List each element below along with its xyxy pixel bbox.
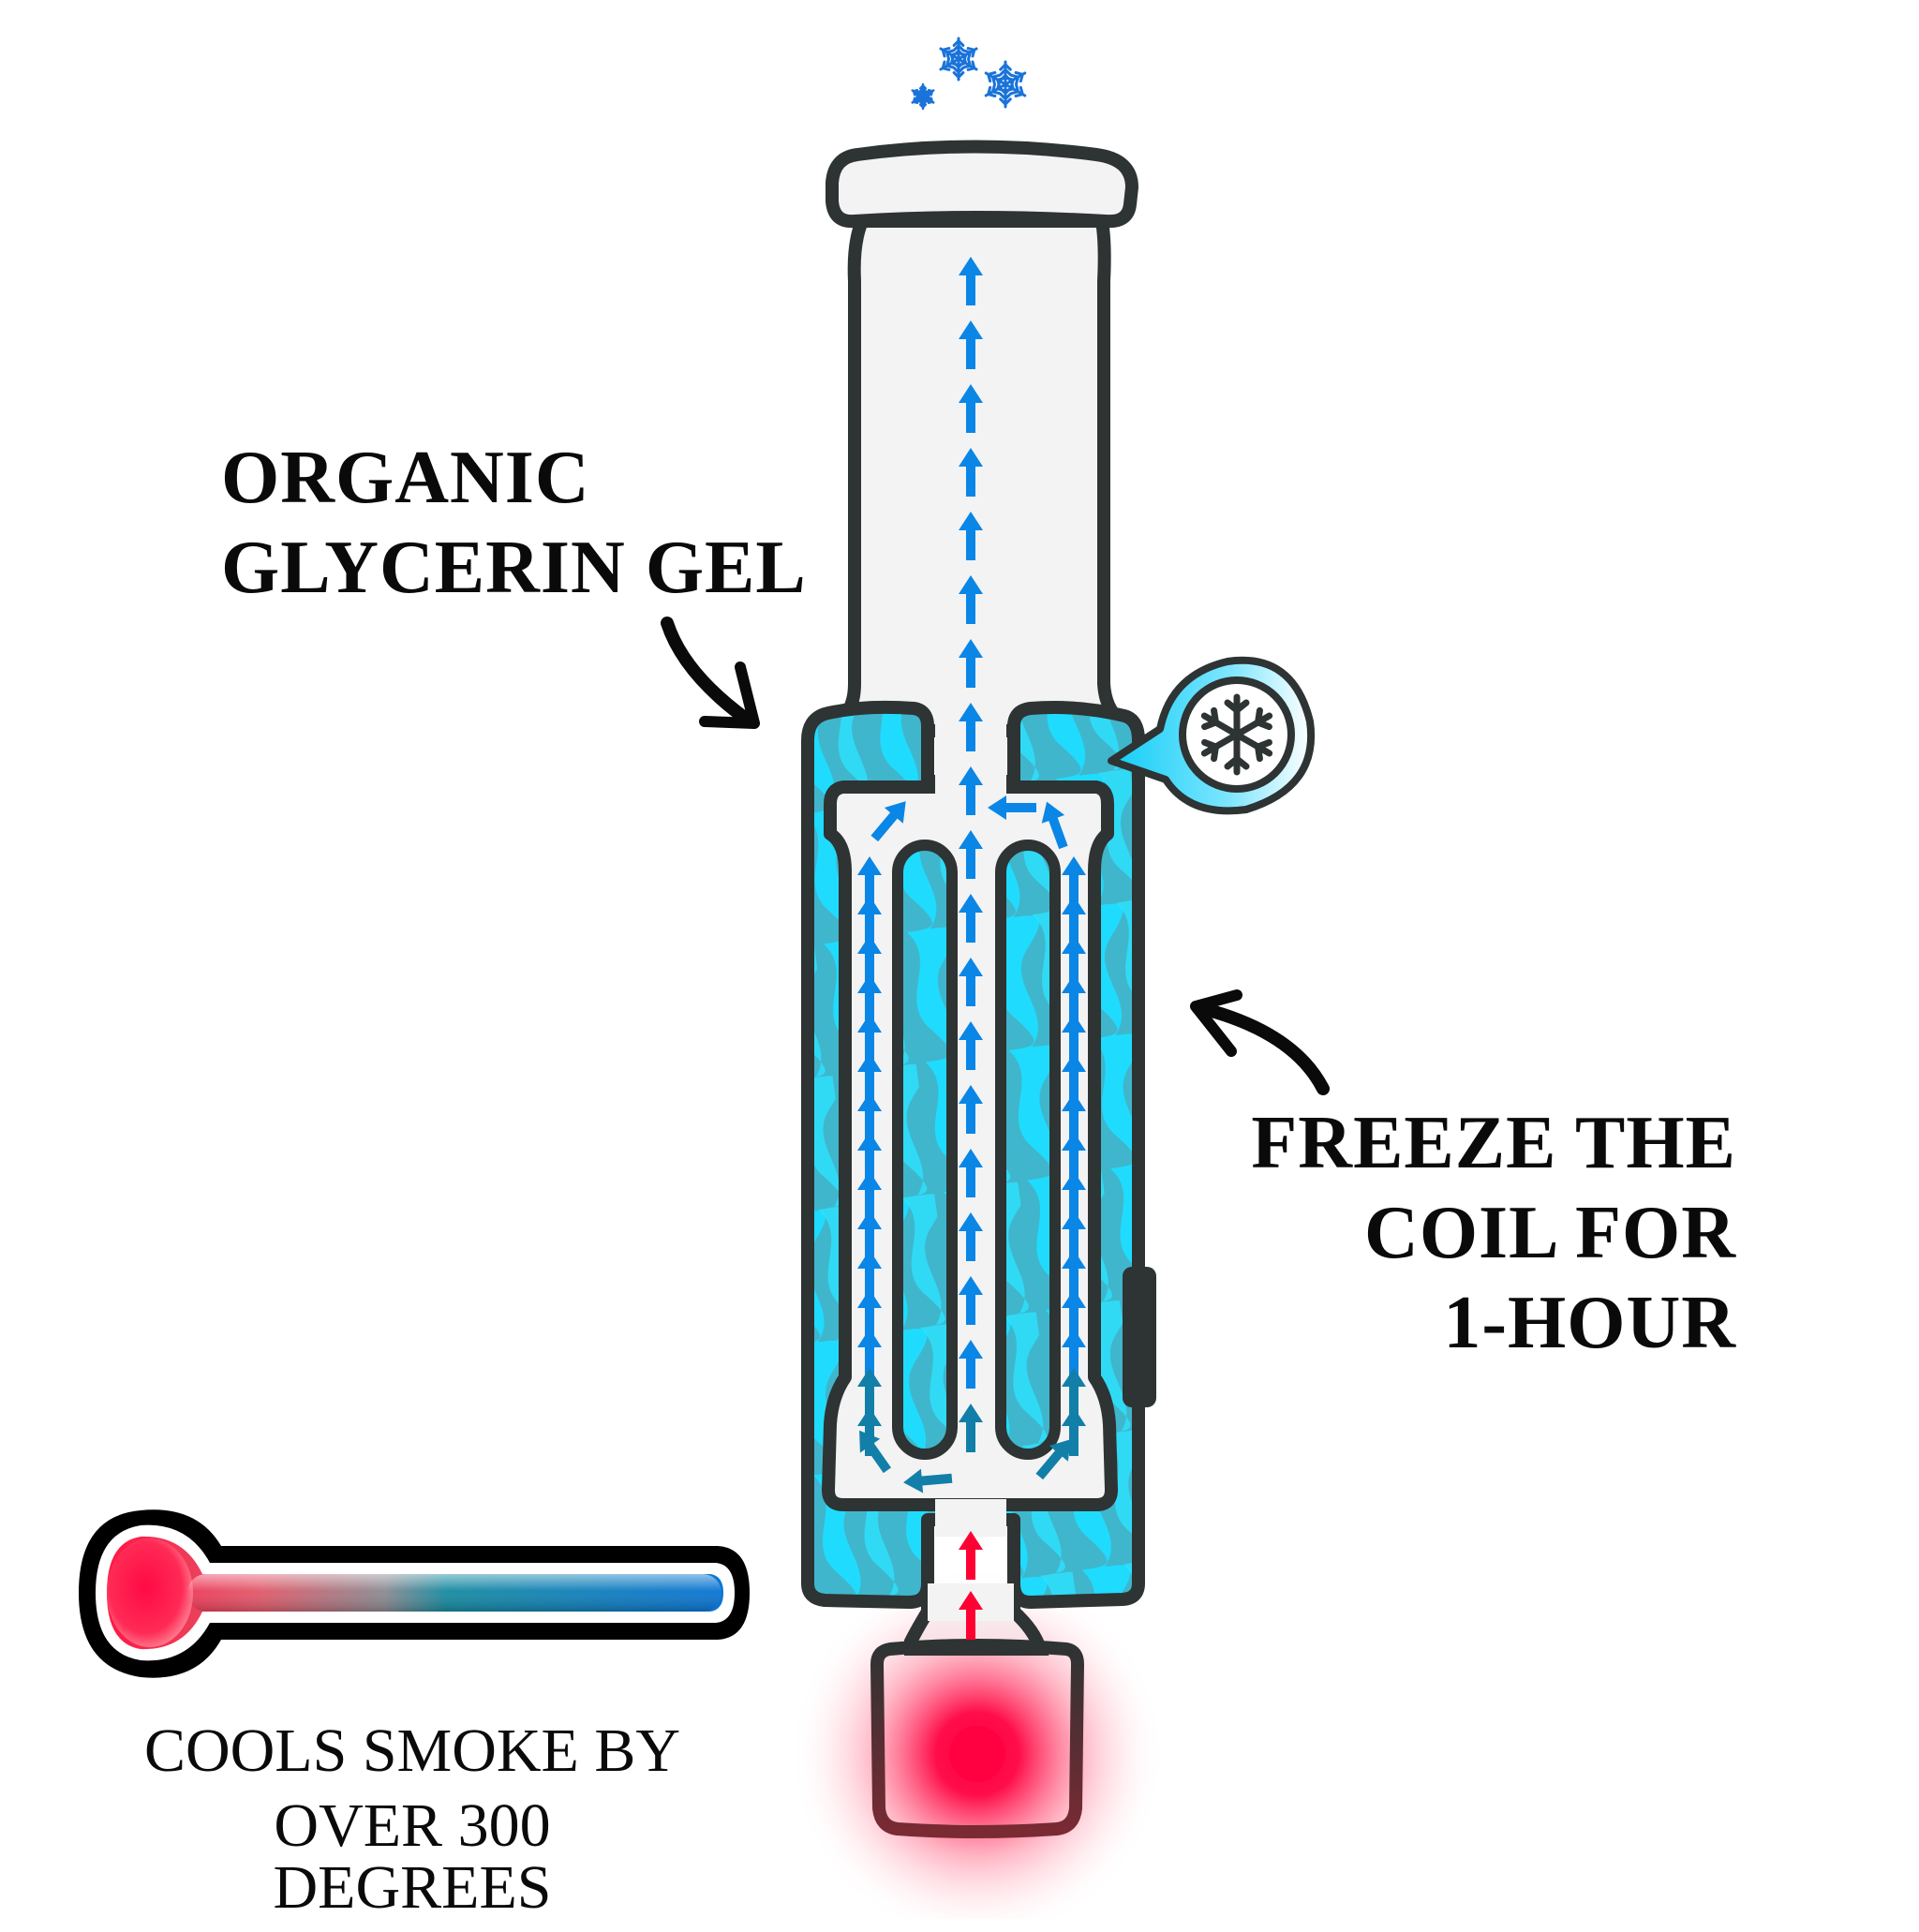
flow-arrow-right-channel bbox=[1062, 1329, 1086, 1377]
flow-arrow-up bbox=[959, 639, 983, 688]
flow-arrow-left-channel bbox=[857, 1368, 882, 1417]
flow-arrow-corner bbox=[870, 801, 906, 842]
flow-arrow-left-channel bbox=[857, 1211, 882, 1259]
flow-arrow-split bbox=[903, 1468, 953, 1494]
flow-arrow-right-channel bbox=[1062, 1211, 1086, 1259]
flow-arrow-left-channel bbox=[857, 1289, 882, 1338]
freeze-instruction-label: FREEZE THE COIL FOR 1-HOUR bbox=[1251, 1106, 1736, 1375]
flow-arrow-right-channel bbox=[1062, 1250, 1086, 1299]
flow-arrow-left-channel bbox=[857, 1092, 882, 1141]
flow-arrow-corner bbox=[1041, 801, 1068, 850]
mouthpiece bbox=[826, 140, 1139, 229]
snowflake-icon bbox=[984, 60, 1027, 109]
flow-arrow-right-channel bbox=[1062, 1092, 1086, 1141]
flow-arrow-left-channel bbox=[857, 1053, 882, 1102]
flow-arrow-up bbox=[959, 448, 983, 497]
cooling-claim-label: COOLS SMOKE BY OVER 300 DEGREES bbox=[141, 1720, 684, 1932]
flow-arrow-left-channel bbox=[857, 1407, 882, 1456]
flow-arrow-up bbox=[959, 1021, 983, 1070]
flow-arrow-right-channel bbox=[1062, 1407, 1086, 1456]
heat-core bbox=[949, 1726, 1005, 1782]
flow-arrow-up bbox=[959, 1085, 983, 1134]
gel-column-right bbox=[995, 840, 1061, 1460]
flow-arrow-left-channel bbox=[857, 974, 882, 1023]
flow-arrow-left-channel bbox=[857, 1171, 882, 1220]
pointer-arrow-freeze bbox=[1190, 989, 1330, 1095]
glycerin-gel-label-line-2: GLYCERIN GEL bbox=[221, 527, 807, 609]
flow-arrow-left-channel bbox=[857, 935, 882, 984]
flow-arrow-hot bbox=[959, 1591, 983, 1640]
flow-arrow-hot bbox=[959, 1531, 983, 1580]
gel-column-left bbox=[892, 840, 958, 1460]
glycerin-gel-label: ORGANIC GLYCERIN GEL bbox=[221, 440, 807, 620]
flow-arrow-up bbox=[959, 257, 983, 305]
flow-arrow-right-channel bbox=[1062, 1014, 1086, 1063]
snowflake-icon bbox=[939, 37, 978, 82]
flow-arrow-up bbox=[959, 512, 983, 560]
cools-label-line-2: OVER 300 DEGREES bbox=[273, 1791, 552, 1922]
glycerin-gel-label-line-1: ORGANIC bbox=[221, 437, 590, 519]
pointer-arrow-gel bbox=[661, 617, 760, 729]
flow-arrow-up bbox=[959, 703, 983, 751]
flow-arrow-up bbox=[959, 766, 983, 815]
flow-arrow-right-channel bbox=[1062, 935, 1086, 984]
flow-arrow-up bbox=[959, 1404, 983, 1452]
flow-arrow-left-channel bbox=[857, 1250, 882, 1299]
snowflake-icon bbox=[911, 82, 935, 111]
snowflake-icon bbox=[1199, 693, 1273, 772]
side-button bbox=[1123, 1267, 1156, 1407]
flow-arrow-right-channel bbox=[1062, 856, 1086, 905]
flow-arrow-right-channel bbox=[1062, 1132, 1086, 1181]
flow-arrow-right-channel bbox=[1062, 974, 1086, 1023]
flow-arrow-up bbox=[959, 1276, 983, 1325]
top-snowflakes bbox=[911, 37, 1027, 111]
flow-arrow-left-channel bbox=[857, 856, 882, 905]
flow-arrow-corner bbox=[859, 1430, 892, 1474]
flow-arrow-up bbox=[959, 830, 983, 879]
flow-arrow-up bbox=[959, 894, 983, 943]
flow-arrow-right-channel bbox=[1062, 1289, 1086, 1338]
flow-arrow-right-channel bbox=[1062, 1368, 1086, 1417]
flow-arrow-up bbox=[959, 1149, 983, 1197]
flow-arrow-corner bbox=[1035, 1439, 1071, 1480]
flow-arrow-up bbox=[959, 320, 983, 369]
flow-arrow-up bbox=[959, 1212, 983, 1261]
thermometer-icon bbox=[79, 1509, 750, 1678]
flow-arrow-left-channel bbox=[857, 1014, 882, 1063]
flow-arrow-right-channel bbox=[1062, 896, 1086, 944]
flow-arrow-up bbox=[959, 575, 983, 624]
snowflake-badge bbox=[1108, 656, 1316, 815]
flow-arrow-right-channel bbox=[1062, 1171, 1086, 1220]
freeze-label-line-1: FREEZE THE bbox=[1251, 1102, 1736, 1184]
flow-arrow-left-channel bbox=[857, 896, 882, 944]
flow-arrow-left-channel bbox=[857, 1132, 882, 1181]
flow-arrow-merge bbox=[988, 795, 1036, 820]
flow-arrow-up bbox=[959, 384, 983, 433]
flow-arrow-up bbox=[959, 958, 983, 1006]
freeze-label-line-2: COIL FOR bbox=[1364, 1192, 1736, 1274]
flow-arrow-up bbox=[959, 1340, 983, 1389]
flow-arrow-right-channel bbox=[1062, 1053, 1086, 1102]
freeze-label-line-3: 1-HOUR bbox=[1443, 1282, 1736, 1364]
flow-arrows bbox=[857, 257, 1086, 1640]
cools-label-line-1: COOLS SMOKE BY bbox=[143, 1717, 681, 1785]
flow-arrow-left-channel bbox=[857, 1329, 882, 1377]
